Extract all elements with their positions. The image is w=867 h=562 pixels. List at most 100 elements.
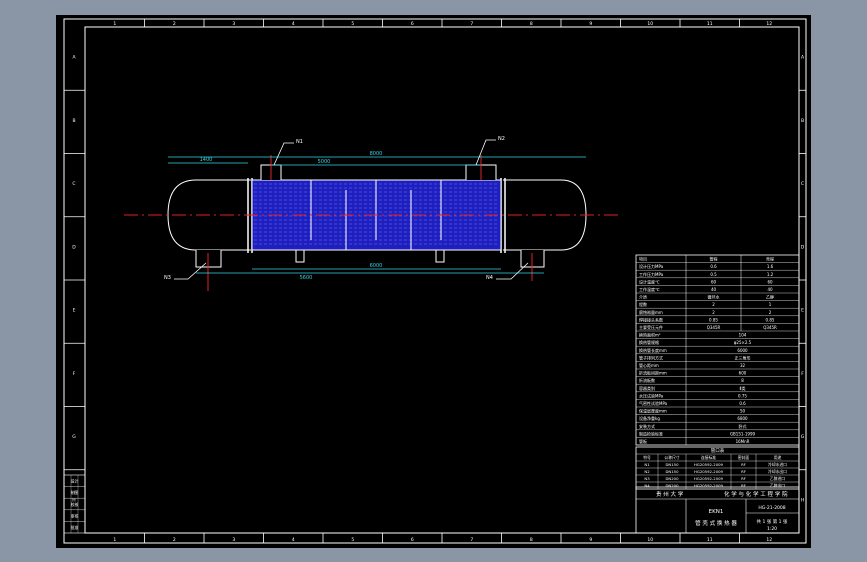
spec-cell: 工作温度℃ (639, 286, 660, 292)
zone-label: 12 (766, 537, 772, 543)
sheet-inner-frame (84, 26, 800, 534)
spec-cell: 气密性试验MPa (639, 400, 668, 406)
nozzle-cell: HG20592-2009 (694, 462, 723, 467)
spec-cell: 0.75 (738, 393, 747, 398)
nozzle-leaders: N1 N2 N3 N4 (164, 136, 529, 281)
spec-cell: 16MnR (736, 439, 750, 444)
zone-label: 3 (232, 537, 235, 543)
nozzle-cell: 连接标准 (701, 455, 716, 460)
nozzle-cell: RF (741, 476, 746, 481)
zone-label: C (72, 181, 75, 187)
leader-n3 (174, 262, 207, 280)
zone-label: H (801, 497, 804, 503)
spec-table-frame (635, 254, 800, 446)
saddle-support-right (435, 249, 445, 263)
spec-cell: Ⅱ类 (740, 385, 746, 391)
zone-label: C (801, 181, 804, 187)
spec-cell: 项目 (639, 256, 647, 262)
nozzle-cell: 符号 (643, 455, 651, 460)
zone-label: 5 (351, 537, 354, 543)
nozzle-cell: HG20592-2009 (694, 476, 723, 481)
zone-label: 1 (113, 21, 116, 27)
nozzle-cell: 冷却水进口 (768, 462, 787, 467)
nozzle-cell: HG20592-2009 (694, 483, 723, 488)
zone-label: E (801, 308, 804, 314)
nozzle-cell: RF (741, 462, 746, 467)
spec-cell: 104 (739, 333, 747, 338)
zone-label: 1 (113, 537, 116, 543)
spec-cell: 0.6 (739, 401, 746, 406)
spec-cell: 40 (711, 287, 717, 292)
spec-cell: 卧式 (739, 423, 747, 429)
spec-cell: 管程 (710, 256, 718, 262)
spec-cell: 32 (740, 363, 746, 368)
spec-cell: 制造检验标准 (639, 430, 663, 436)
zone-label: 6 (411, 21, 414, 27)
spec-cell: 程数 (639, 301, 647, 307)
sheet-info: 共 1 张 第 1 张 (757, 518, 788, 525)
spec-cell: 设计压力MPa (639, 263, 664, 269)
spec-cell: Q345R (763, 325, 777, 330)
dim-left-head: 1400 (200, 157, 213, 163)
zone-label: 9 (589, 537, 592, 543)
nozzle-cell: 乙醇出口 (770, 483, 785, 488)
dim-overall: 8000 (370, 151, 383, 157)
spec-cell: 安装方式 (639, 423, 655, 429)
zone-label: 3 (232, 21, 235, 27)
nozzle-cell: DN200 (665, 483, 679, 488)
spec-cell: 1 (769, 302, 772, 307)
nozzle-cell: DN150 (665, 462, 679, 467)
spec-cell: 6000 (737, 348, 748, 353)
revision-cell: 制图 (71, 490, 79, 495)
zone-label: 4 (292, 21, 295, 27)
spec-cell: 60 (711, 279, 717, 284)
spec-cell: 6800 (737, 416, 748, 421)
leader-n1 (273, 142, 294, 166)
zone-label: 11 (707, 537, 713, 543)
zone-label: 8 (530, 21, 533, 27)
spec-cell: 折流板数 (639, 377, 655, 383)
spec-cell: 介质 (639, 294, 647, 300)
nozzle-cell: HG20592-2009 (694, 469, 723, 474)
nozzle-cell: RF (741, 469, 746, 474)
revision-cell: 审核 (71, 513, 79, 518)
spec-cell: 管心距mm (639, 362, 659, 368)
department-name: 化 学 与 化 学 工 程 学 院 (724, 490, 788, 498)
title-block-frame (635, 486, 800, 534)
sheet-outer-frame (63, 18, 807, 544)
zone-label: G (801, 434, 805, 440)
university-name: 贵 州 大 学 (656, 490, 684, 498)
zone-label: 8 (530, 537, 533, 543)
nozzle-cell: 用途 (774, 455, 782, 460)
zone-label: 5 (351, 21, 354, 27)
nozzle-table-title: 管口表 (711, 447, 725, 454)
spec-cell: φ25×2.5 (734, 340, 752, 345)
spec-cell: 腐蚀裕量mm (639, 309, 663, 315)
zone-label: F (801, 371, 804, 377)
spec-cell: 0.85 (709, 317, 718, 322)
nozzle-cell: 冷却水出口 (768, 469, 787, 474)
zone-label: D (801, 244, 805, 250)
nozzle-cell: 乙醇进口 (770, 476, 785, 481)
spec-cell: 主要受压元件 (639, 324, 663, 330)
spec-cell: 换热面积m² (639, 332, 661, 338)
dim-inner: 5600 (300, 275, 313, 281)
spec-cell: 容器类别 (639, 385, 655, 391)
spec-cell: 水压试验MPa (639, 392, 664, 398)
zone-label: 7 (470, 21, 473, 27)
spec-cell: 换热管规格 (639, 339, 659, 345)
spec-cell: 60 (767, 279, 773, 284)
spec-cell: 1.2 (767, 272, 774, 277)
zone-label: 2 (173, 537, 176, 543)
zone-label: A (72, 55, 76, 61)
spec-cell: 焊接接头系数 (639, 316, 663, 322)
revision-frame (63, 474, 86, 534)
heat-exchanger-elevation (124, 155, 618, 291)
